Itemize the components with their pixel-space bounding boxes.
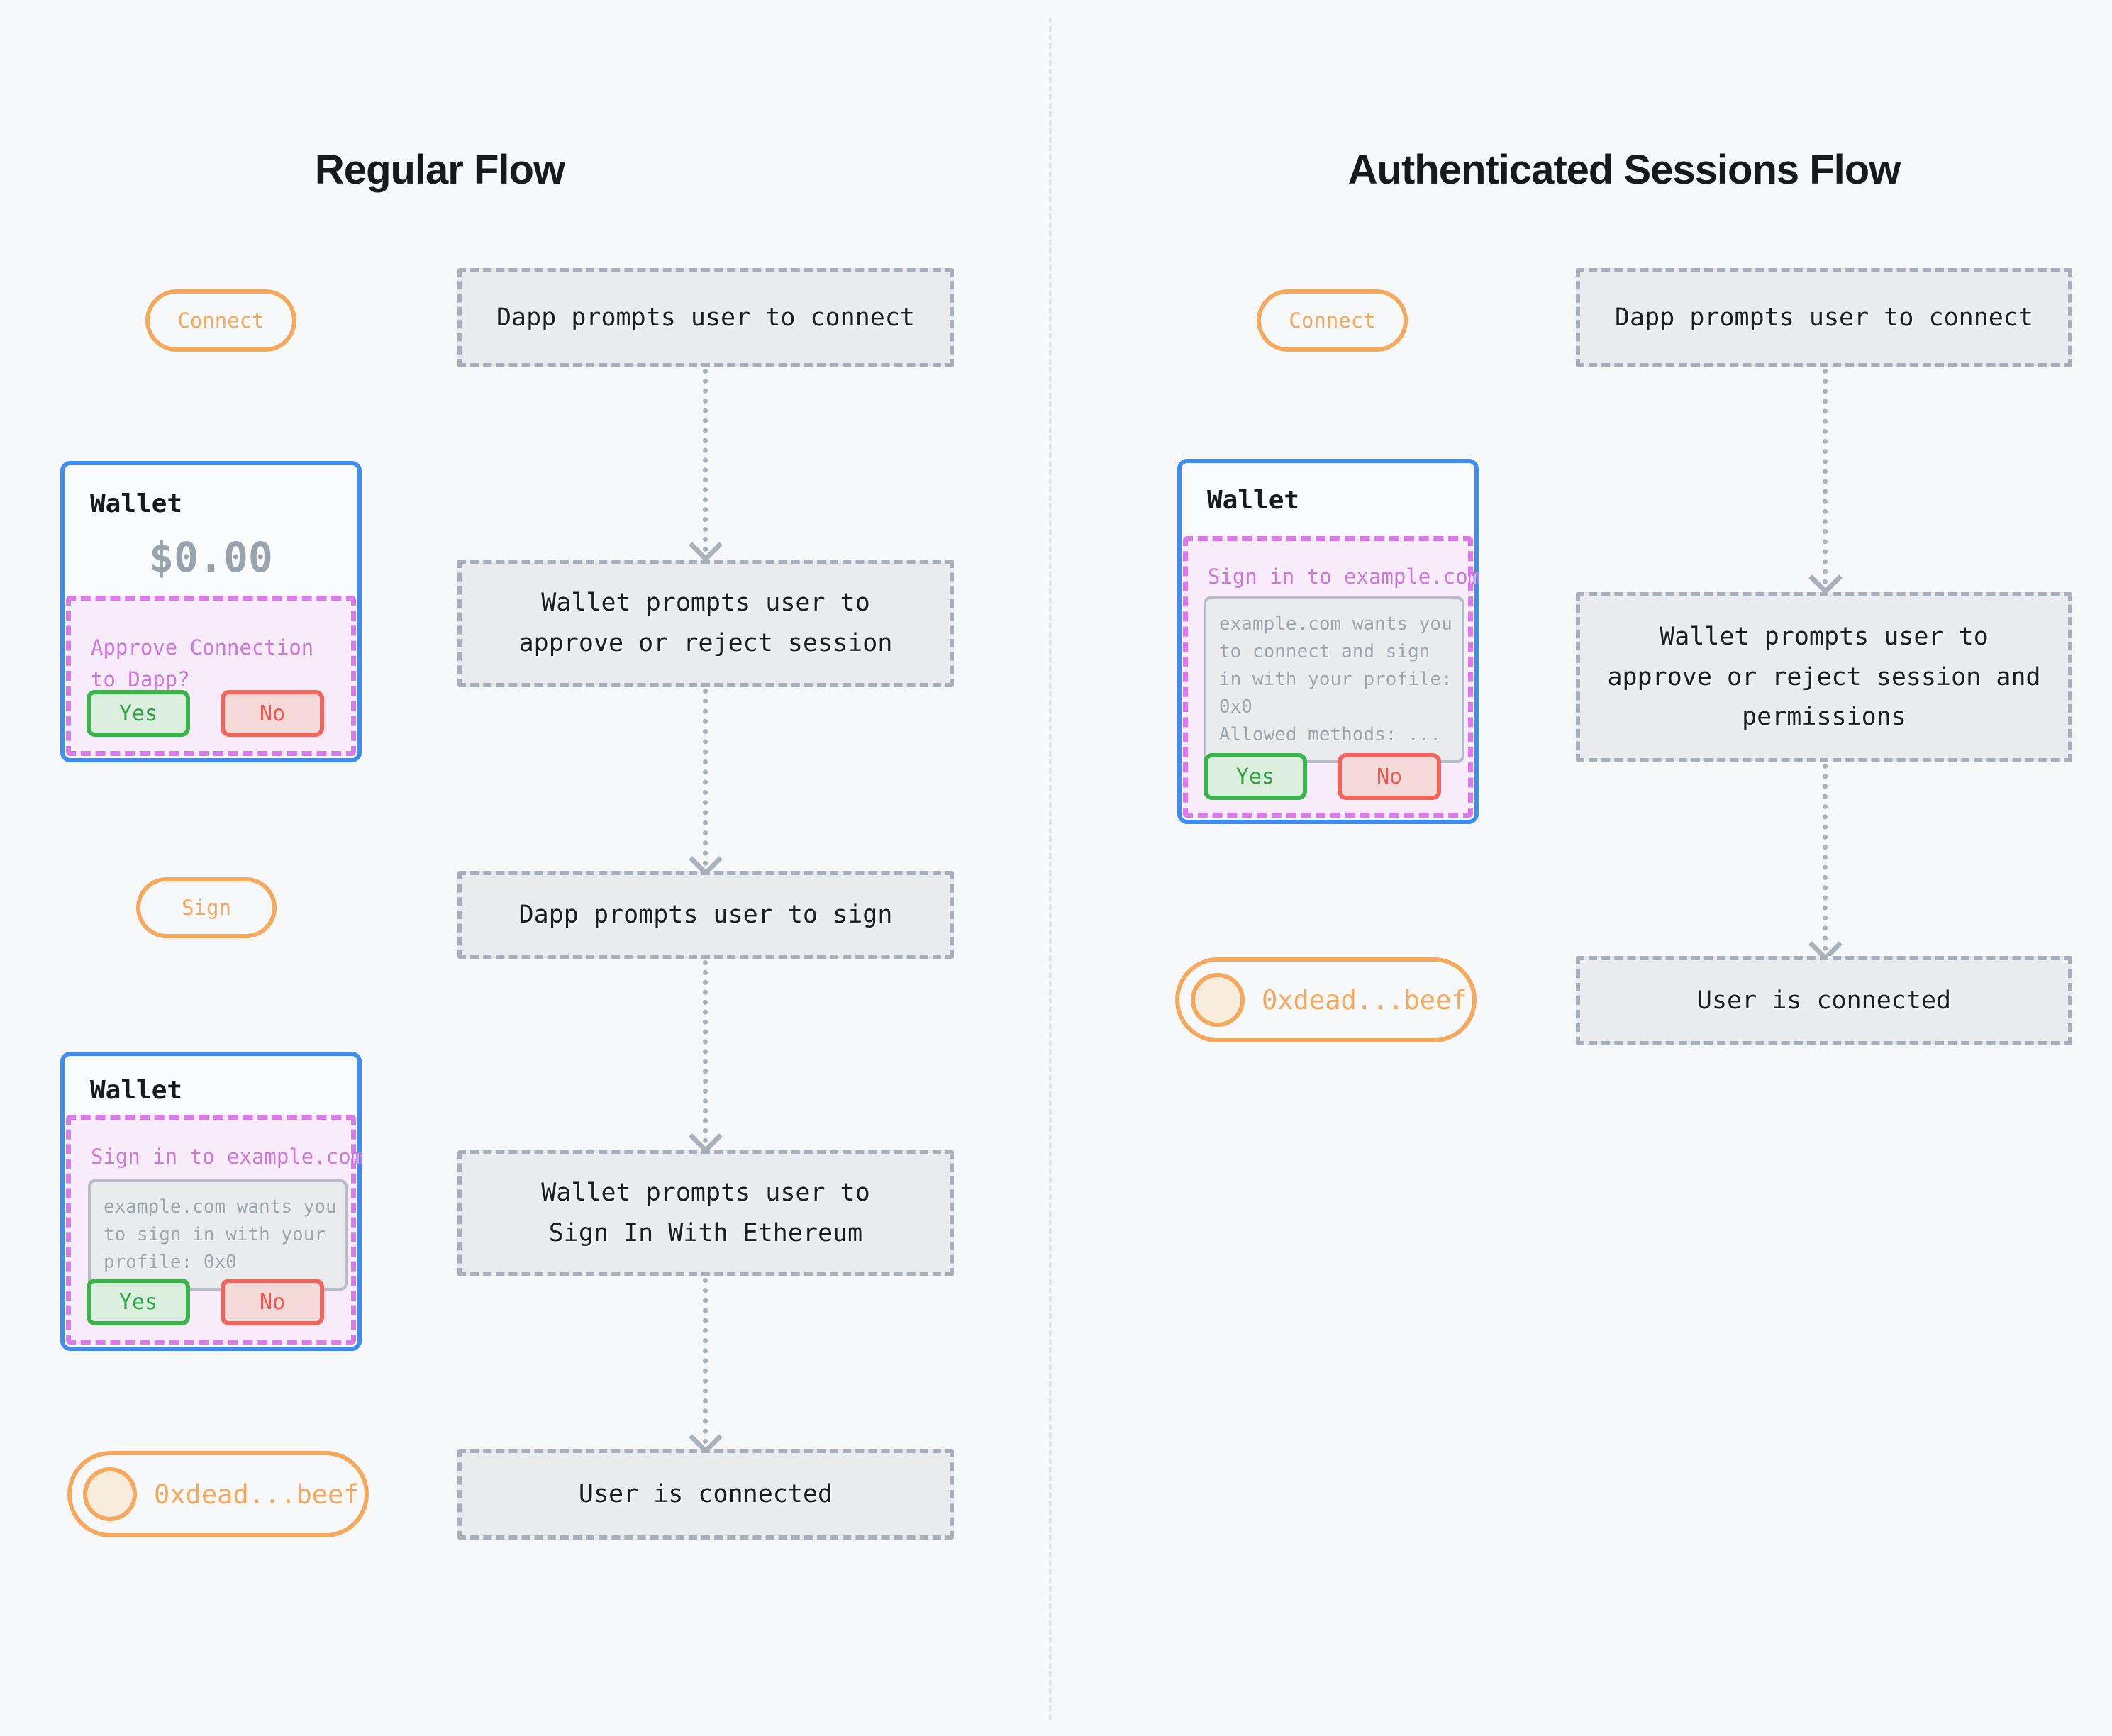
- signin-panel: Sign in to example.com example.com wants…: [1183, 536, 1480, 818]
- flow-box-label: User is connected: [578, 1479, 833, 1508]
- flow-box-wallet-siwe: Wallet prompts user to Sign In With Ethe…: [457, 1150, 954, 1276]
- flow-box-dapp-prompts-connect: Dapp prompts user to connect: [457, 268, 954, 367]
- flow-arrow: [703, 369, 708, 552]
- yes-button[interactable]: Yes: [87, 690, 190, 737]
- flow-arrow: [703, 689, 708, 866]
- signin-message-box: example.com wants you to sign in with yo…: [88, 1179, 348, 1291]
- avatar: [1191, 973, 1245, 1027]
- flow-box-label: Dapp prompts user to connect: [496, 303, 915, 332]
- regular-flow-title: Regular Flow: [314, 147, 565, 193]
- yes-button[interactable]: Yes: [1204, 753, 1307, 800]
- flow-box-user-connected: User is connected: [457, 1449, 954, 1540]
- address-pill[interactable]: 0xdead...beef: [1175, 957, 1477, 1042]
- section-divider: [1049, 18, 1052, 1720]
- auth-flow-title: Authenticated Sessions Flow: [1347, 147, 1901, 193]
- flow-box-label: Dapp prompts user to sign: [518, 900, 893, 929]
- wallet-title: Wallet: [90, 1076, 183, 1105]
- wallet-title: Wallet: [1207, 486, 1300, 515]
- approval-question: Approve Connection to Dapp?: [91, 635, 314, 691]
- flow-box-label: User is connected: [1696, 986, 1952, 1015]
- wallet-card-signin: Wallet Sign in to example.com example.co…: [60, 1052, 363, 1351]
- flow-arrow: [703, 1278, 708, 1444]
- flow-box-dapp-prompts-sign: Dapp prompts user to sign: [457, 871, 954, 959]
- sign-pill[interactable]: Sign: [136, 877, 277, 938]
- connect-pill[interactable]: Connect: [1257, 289, 1408, 352]
- flow-box-label: Wallet prompts user to approve or reject…: [518, 589, 893, 657]
- signin-panel: Sign in to example.com example.com wants…: [66, 1115, 363, 1345]
- address-pill-label: 0xdead...beef: [1262, 984, 1467, 1016]
- signin-message-box: example.com wants you to connect and sig…: [1204, 596, 1464, 763]
- address-pill[interactable]: 0xdead...beef: [67, 1451, 369, 1537]
- connect-pill-label: Connect: [177, 308, 265, 333]
- wallet-card-balance: Wallet $0.00 Approve Connection to Dapp?…: [60, 461, 362, 762]
- flow-box-wallet-approve-session: Wallet prompts user to approve or reject…: [457, 560, 954, 687]
- flow-box-label: Wallet prompts user to approve or reject…: [1607, 622, 2041, 732]
- flow-box-wallet-approve-session-permissions: Wallet prompts user to approve or reject…: [1576, 592, 2072, 762]
- connect-pill[interactable]: Connect: [145, 289, 296, 352]
- connect-pill-label: Connect: [1289, 308, 1376, 333]
- sign-pill-label: Sign: [182, 896, 231, 920]
- flow-box-user-connected: User is connected: [1576, 956, 2072, 1045]
- wallet-card-signin-permissions: Wallet Sign in to example.com example.co…: [1177, 459, 1480, 824]
- no-button[interactable]: No: [221, 1279, 324, 1325]
- wallet-title: Wallet: [90, 489, 183, 518]
- signin-heading: Sign in to example.com: [1208, 564, 1481, 589]
- flow-box-dapp-prompts-connect: Dapp prompts user to connect: [1576, 268, 2072, 367]
- yes-button[interactable]: Yes: [87, 1279, 190, 1325]
- address-pill-label: 0xdead...beef: [154, 1479, 360, 1510]
- flow-arrow: [703, 960, 708, 1143]
- flow-arrow: [1823, 369, 1828, 584]
- flow-box-label: Dapp prompts user to connect: [1614, 303, 2033, 332]
- wallet-balance: $0.00: [149, 533, 273, 582]
- avatar: [83, 1467, 137, 1521]
- approval-panel: Approve Connection to Dapp? Yes No: [66, 596, 356, 756]
- no-button[interactable]: No: [221, 690, 324, 737]
- no-button[interactable]: No: [1338, 753, 1441, 800]
- flow-box-label: Wallet prompts user to Sign In With Ethe…: [541, 1179, 870, 1247]
- flow-arrow: [1823, 764, 1828, 951]
- signin-heading: Sign in to example.com: [91, 1145, 364, 1169]
